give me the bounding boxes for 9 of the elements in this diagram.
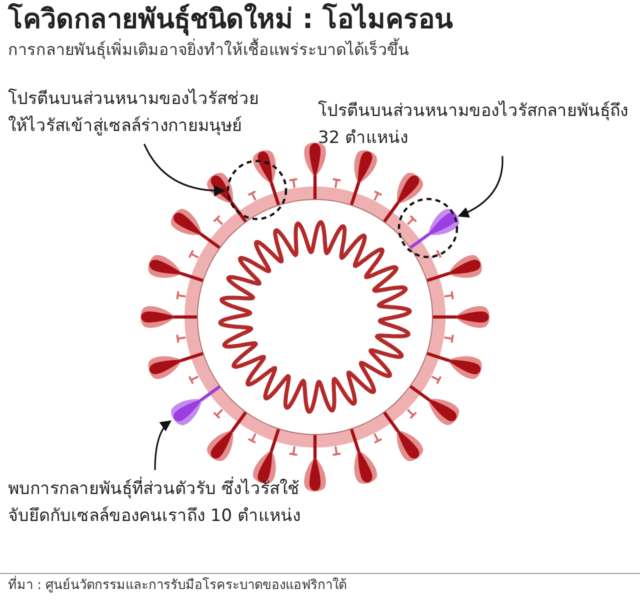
leader-arrow	[154, 420, 172, 470]
leader-arrow	[143, 144, 226, 196]
title: โควิดกลายพันธุ์ชนิดใหม่ : โอไมครอน	[8, 2, 453, 38]
annotation-text: โปรตีนบนส่วนหนามของไวรัสกลายพันธุ์ถึง 32 ตำแหน่ง	[318, 100, 629, 150]
leader-arrow	[458, 156, 504, 218]
subtitle: การกลายพันธุ์เพิ่มเติมอาจยิ่งทำให้เชื้อแพร่ระบาดได้เร็วขึ้น	[8, 39, 409, 61]
annotation-text: โปรตีนบนส่วนหนามของไวรัสช่วยให้ไวรัสเข้าสู่เซลล์ร่างกายมนุษย์	[8, 88, 260, 138]
source-note: ที่มา : ศูนย์นวัตกรรมและการรับมือโรคระบาดของแอฟริกาใต้	[8, 577, 347, 595]
annotation-text: พบการกลายพันธุ์ที่ส่วนตัวรับ ซึ่งไวรัสใช้จับยึดกับเซลล์ของคนเราถึง 10 ตำแหน่ง	[8, 476, 308, 530]
